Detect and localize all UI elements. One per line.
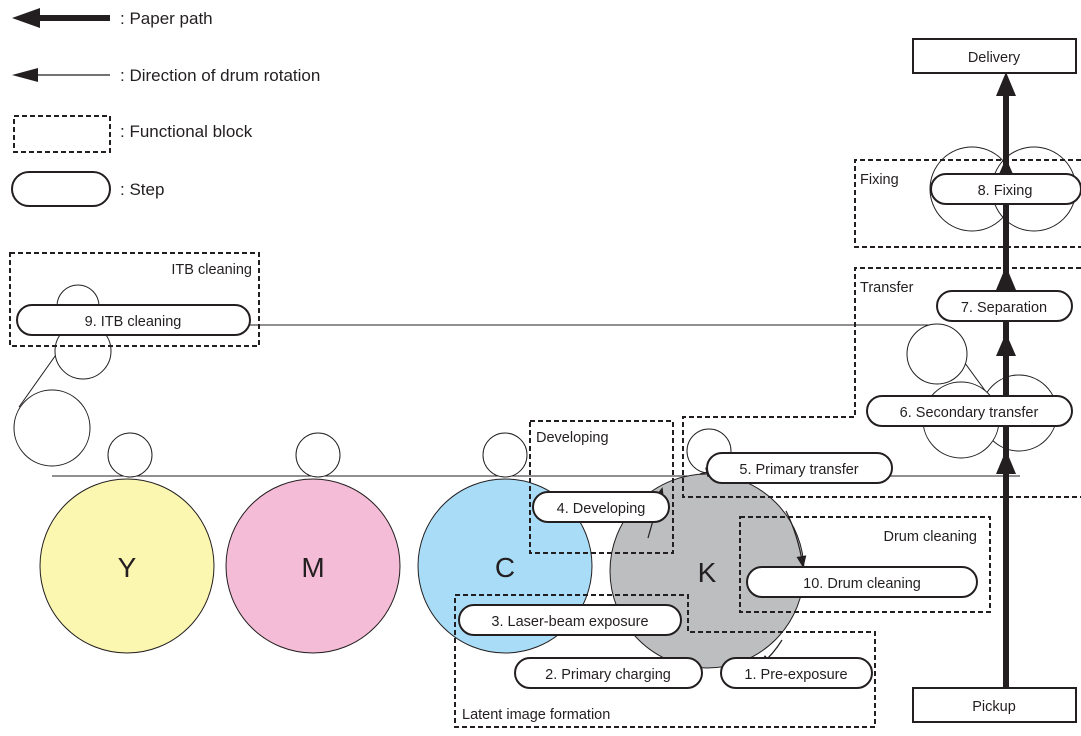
drum-rotation-legend-arrowhead	[12, 68, 38, 82]
step-primary-transfer: 5. Primary transfer	[706, 452, 893, 484]
paper-path-arrowhead-separation	[996, 266, 1016, 290]
block-transfer	[682, 267, 1081, 498]
drum-c-label: C	[495, 552, 515, 583]
step-pill-pre-exposure	[720, 657, 873, 689]
step-label-developing: 4. Developing	[557, 501, 646, 517]
drum-m: M	[225, 432, 401, 654]
step-pill-drum-cleaning	[746, 566, 978, 598]
step-label-primary-transfer: 5. Primary transfer	[739, 462, 858, 478]
delivery-box: Delivery	[912, 38, 1077, 74]
legend-paper-path: : Paper path	[12, 8, 213, 28]
belt-drive-roller	[13, 389, 91, 467]
step-pill-separation	[936, 290, 1073, 322]
block-label-fixing: Fixing	[860, 172, 899, 188]
step-label-primary-charging: 2. Primary charging	[545, 667, 671, 683]
block-label-developing: Developing	[536, 430, 609, 446]
functional-block-legend-swatch	[13, 115, 111, 153]
block-latent-image-formation	[454, 594, 876, 728]
paper-path-arrowhead-secondary	[996, 333, 1016, 356]
functional-blocks	[9, 159, 1081, 728]
step-pill-primary-transfer	[706, 452, 893, 484]
steps: 9. ITB cleaning 8. Fixing 7. Separation …	[16, 173, 1081, 689]
step-pill-secondary-transfer	[866, 395, 1073, 427]
primary-transfer-roller-m	[295, 432, 341, 478]
drum-k-label: K	[698, 557, 717, 588]
legend-functional-block: : Functional block	[13, 115, 253, 153]
step-secondary-transfer: 6. Secondary transfer	[866, 395, 1073, 427]
block-label-drum-cleaning: Drum cleaning	[884, 529, 978, 545]
paper-path-arrowhead-delivery	[996, 72, 1016, 96]
legend-paper-path-label: : Paper path	[120, 9, 213, 28]
block-developing	[529, 420, 674, 554]
step-label-secondary-transfer: 6. Secondary transfer	[900, 405, 1039, 421]
step-separation: 7. Separation	[936, 290, 1073, 322]
step-label-laser-exposure: 3. Laser-beam exposure	[491, 614, 648, 630]
step-primary-charging: 2. Primary charging	[514, 657, 703, 689]
step-drum-cleaning: 10. Drum cleaning	[746, 566, 978, 598]
paper-path-arrowhead-pickup	[996, 450, 1016, 474]
block-drum-cleaning	[739, 516, 991, 613]
legend: : Paper path : Direction of drum rotatio…	[11, 8, 320, 207]
step-pill-laser-exposure	[458, 604, 682, 636]
block-label-transfer: Transfer	[860, 280, 914, 296]
block-label-itb-cleaning: ITB cleaning	[171, 262, 252, 278]
step-legend-swatch	[11, 171, 111, 207]
step-itb-cleaning: 9. ITB cleaning	[16, 304, 251, 336]
primary-transfer-roller-y	[107, 432, 153, 478]
step-pill-fixing	[930, 173, 1081, 205]
legend-drum-rotation: : Direction of drum rotation	[12, 66, 320, 85]
step-fixing: 8. Fixing	[930, 173, 1081, 205]
legend-step: : Step	[11, 171, 164, 207]
drum-y-circle	[39, 478, 215, 654]
step-pill-primary-charging	[514, 657, 703, 689]
secondary-transfer-upper-roller	[906, 323, 968, 385]
delivery-box-frame	[912, 38, 1077, 74]
step-label-fixing: 8. Fixing	[978, 183, 1033, 199]
step-label-itb-cleaning: 9. ITB cleaning	[85, 314, 182, 330]
pickup-label: Pickup	[972, 699, 1016, 715]
photosensitive-drums: Y M C K	[39, 428, 805, 669]
legend-drum-rotation-label: : Direction of drum rotation	[120, 66, 320, 85]
delivery-label: Delivery	[968, 50, 1021, 66]
legend-step-label: : Step	[120, 180, 164, 199]
step-pill-itb-cleaning	[16, 304, 251, 336]
legend-functional-block-label: : Functional block	[120, 122, 253, 141]
step-label-drum-cleaning: 10. Drum cleaning	[803, 576, 921, 592]
block-itb-cleaning	[9, 252, 260, 347]
rotation-arrow-drum-cleaning	[785, 510, 807, 568]
step-label-pre-exposure: 1. Pre-exposure	[744, 667, 847, 683]
drum-y: Y	[39, 432, 215, 654]
pickup-box: Pickup	[912, 687, 1077, 723]
block-fixing	[854, 159, 1081, 248]
drum-y-label: Y	[118, 552, 137, 583]
paper-path-legend-arrowhead	[12, 8, 40, 28]
step-pre-exposure: 1. Pre-exposure	[720, 657, 873, 689]
drum-m-circle	[225, 478, 401, 654]
step-laser-exposure: 3. Laser-beam exposure	[458, 604, 682, 636]
drum-m-label: M	[301, 552, 324, 583]
functional-block-labels: ITB cleaning Fixing Transfer Developing …	[171, 172, 977, 723]
pickup-box-frame	[912, 687, 1077, 723]
block-label-latent-image-formation: Latent image formation	[462, 707, 610, 723]
step-label-separation: 7. Separation	[961, 300, 1047, 316]
step-developing: 4. Developing	[532, 491, 670, 523]
step-pill-developing	[532, 491, 670, 523]
primary-transfer-roller-c	[482, 432, 528, 478]
